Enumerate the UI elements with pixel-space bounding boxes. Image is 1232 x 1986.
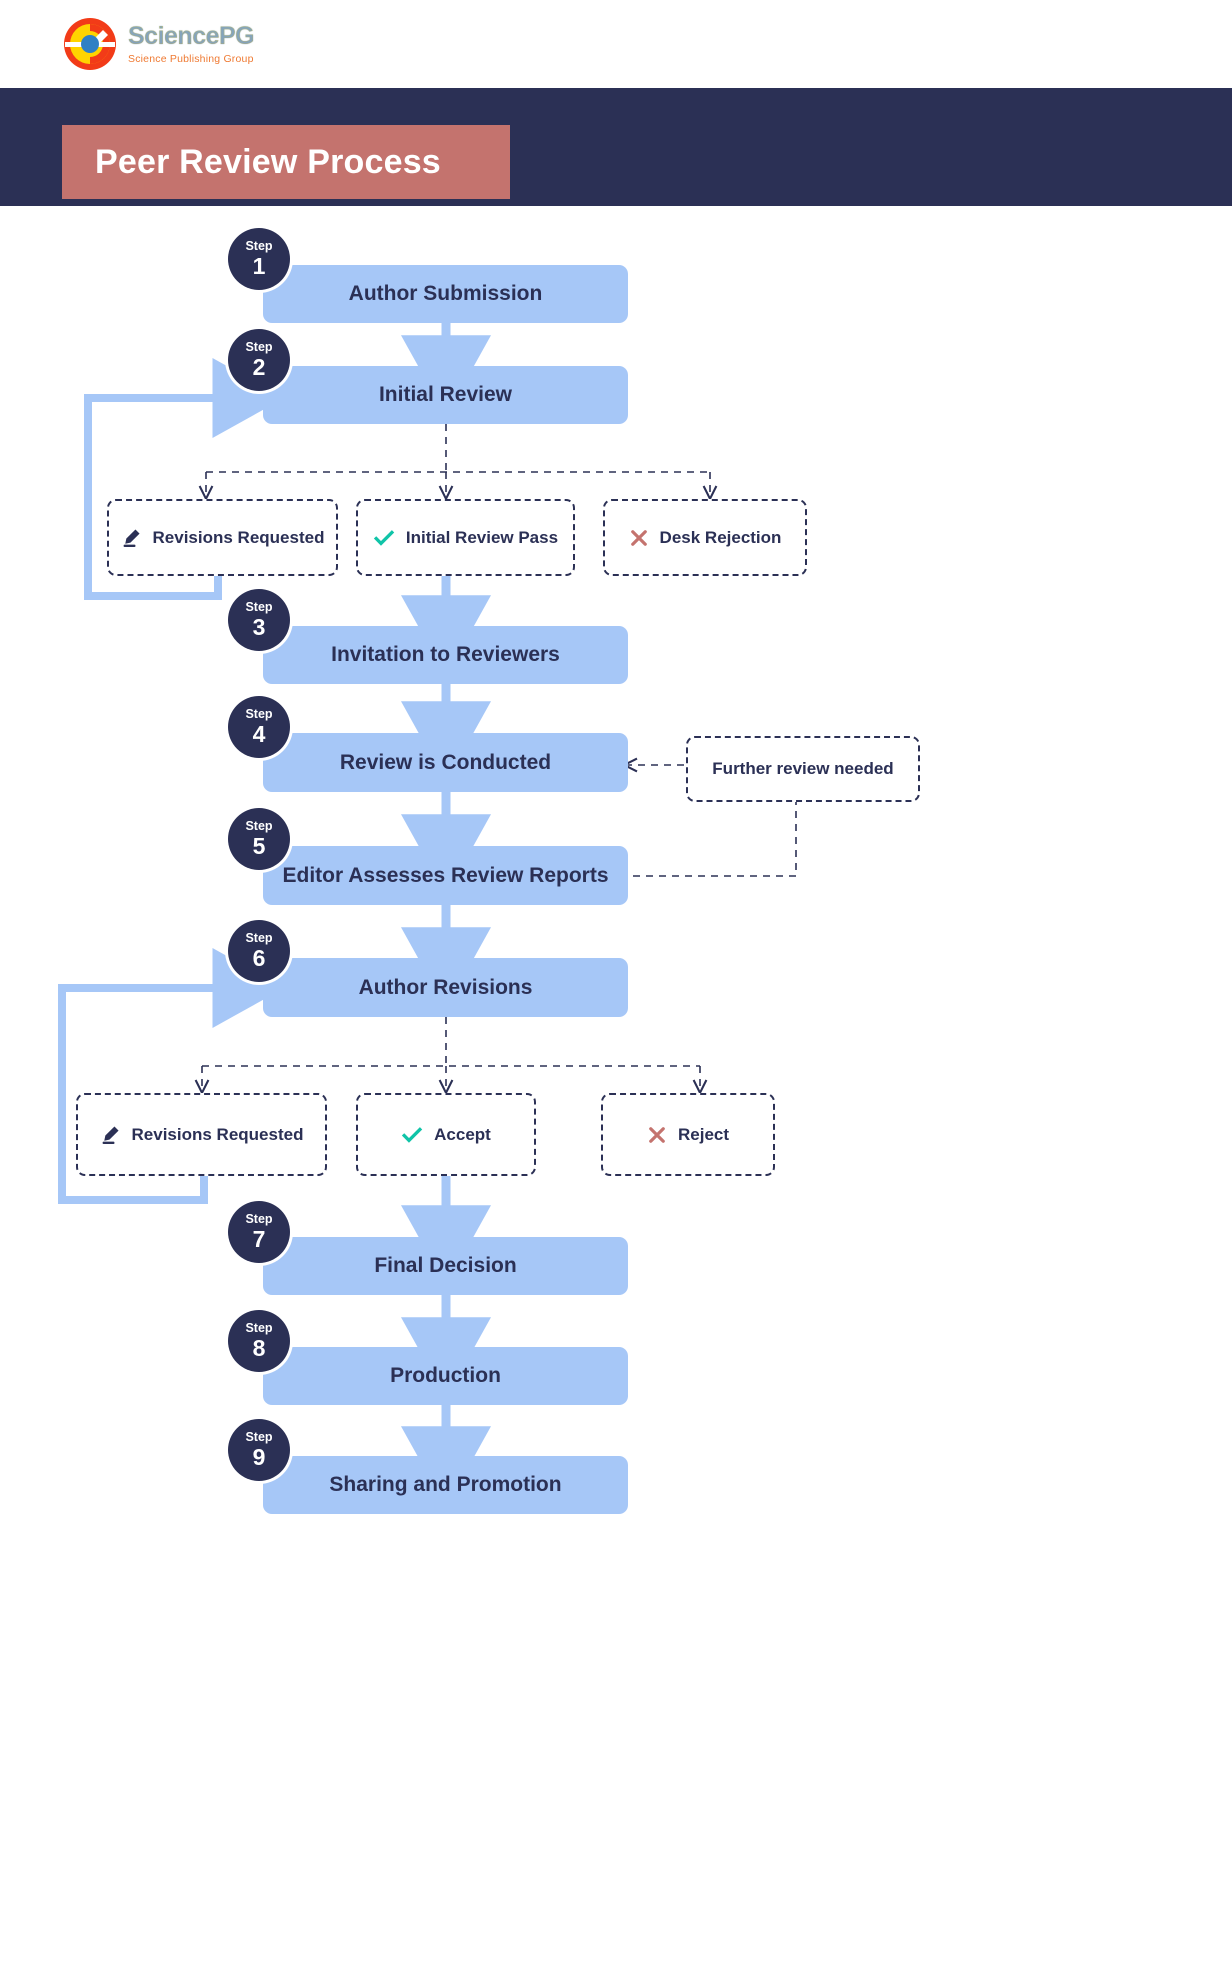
step-badge-number: 2: [252, 353, 266, 380]
decision-box-accept[interactable]: Accept: [356, 1093, 536, 1176]
logo-title: SciencePG: [128, 21, 255, 50]
note-box-further-review-needed[interactable]: Further review needed: [686, 736, 920, 802]
step-badge-label: Step: [245, 707, 273, 722]
logo-bar: SciencePG Science Publishing Group: [0, 0, 1232, 88]
cross-icon: [647, 1125, 667, 1145]
step-box-final-decision[interactable]: Final Decision: [263, 1237, 628, 1295]
step-box-author-submission[interactable]: Author Submission: [263, 265, 628, 323]
step-badge-label: Step: [245, 1321, 273, 1336]
check-icon: [373, 527, 395, 549]
step-badge-label: Step: [245, 600, 273, 615]
step-box-label: Sharing and Promotion: [329, 1473, 562, 1496]
pencil-icon: [121, 527, 142, 548]
step-badge-4: Step 4: [228, 696, 290, 758]
step-badge-number: 8: [252, 1334, 266, 1361]
step-badge-number: 5: [252, 832, 266, 859]
step-badge-number: 4: [252, 720, 266, 747]
step-badge-number: 3: [252, 613, 266, 640]
decision-box-revisions-requested-1[interactable]: Revisions Requested: [107, 499, 338, 576]
step-badge-1: Step 1: [228, 228, 290, 290]
step-badge-7: Step 7: [228, 1201, 290, 1263]
step-badge-3: Step 3: [228, 589, 290, 651]
step-badge-5: Step 5: [228, 808, 290, 870]
step-badge-label: Step: [245, 1430, 273, 1445]
step-box-label: Author Submission: [348, 282, 543, 305]
note-label: Further review needed: [712, 759, 894, 778]
step-box-editor-assesses-review-reports[interactable]: Editor Assesses Review Reports: [263, 846, 628, 905]
step-box-production[interactable]: Production: [263, 1347, 628, 1405]
decision-box-desk-rejection[interactable]: Desk Rejection: [603, 499, 807, 576]
step-badge-number: 9: [252, 1443, 266, 1470]
step-badge-label: Step: [245, 239, 273, 254]
step-box-label: Production: [390, 1364, 501, 1387]
step-box-label: Final Decision: [374, 1254, 517, 1277]
step-badge-number: 6: [252, 944, 266, 971]
cross-icon: [629, 528, 649, 548]
step-box-author-revisions[interactable]: Author Revisions: [263, 958, 628, 1017]
decision-label: Reject: [677, 1124, 730, 1144]
step-box-label: Review is Conducted: [339, 750, 552, 774]
step-box-sharing-and-promotion[interactable]: Sharing and Promotion: [263, 1456, 628, 1514]
check-icon: [401, 1124, 423, 1146]
step-box-review-is-conducted[interactable]: Review is Conducted: [263, 733, 628, 792]
decision-box-revisions-requested-2[interactable]: Revisions Requested: [76, 1093, 327, 1176]
step-box-initial-review[interactable]: Initial Review: [263, 366, 628, 424]
logo-subtitle: Science Publishing Group: [128, 52, 254, 65]
decision-box-initial-review-pass[interactable]: Initial Review Pass: [356, 499, 575, 576]
step-badge-label: Step: [245, 931, 273, 946]
step-box-label: Initial Review: [378, 383, 513, 406]
step-box-label: Invitation to Reviewers: [331, 643, 560, 666]
step-badge-label: Step: [245, 1212, 273, 1227]
pencil-icon: [100, 1124, 121, 1145]
decision-label: Initial Review Pass: [405, 527, 559, 547]
step-badge-6: Step 6: [228, 920, 290, 982]
step-badge-number: 1: [252, 252, 266, 279]
step-box-label: Editor Assesses Review Reports: [282, 863, 609, 887]
step-badge-label: Step: [245, 340, 273, 355]
decision-box-reject[interactable]: Reject: [601, 1093, 775, 1176]
step-badge-number: 7: [252, 1225, 266, 1252]
decision-label: Desk Rejection: [659, 527, 782, 547]
step-badge-2: Step 2: [228, 329, 290, 391]
decision-label: Accept: [434, 1124, 491, 1144]
flowchart-canvas: Step 1 Author Submission Step 2 Initial …: [0, 206, 1232, 1986]
step-badge-8: Step 8: [228, 1310, 290, 1372]
decision-label: Revisions Requested: [131, 1124, 304, 1144]
brand-logo[interactable]: SciencePG Science Publishing Group: [62, 16, 255, 72]
step-badge-9: Step 9: [228, 1419, 290, 1481]
page-title: Peer Review Process: [95, 142, 441, 181]
sciencepg-logo-icon: [62, 16, 118, 72]
step-box-invitation-to-reviewers[interactable]: Invitation to Reviewers: [263, 626, 628, 684]
step-badge-label: Step: [245, 819, 273, 834]
decision-label: Revisions Requested: [152, 527, 325, 547]
page-title-banner: Peer Review Process: [62, 125, 510, 199]
step-box-label: Author Revisions: [358, 975, 533, 999]
